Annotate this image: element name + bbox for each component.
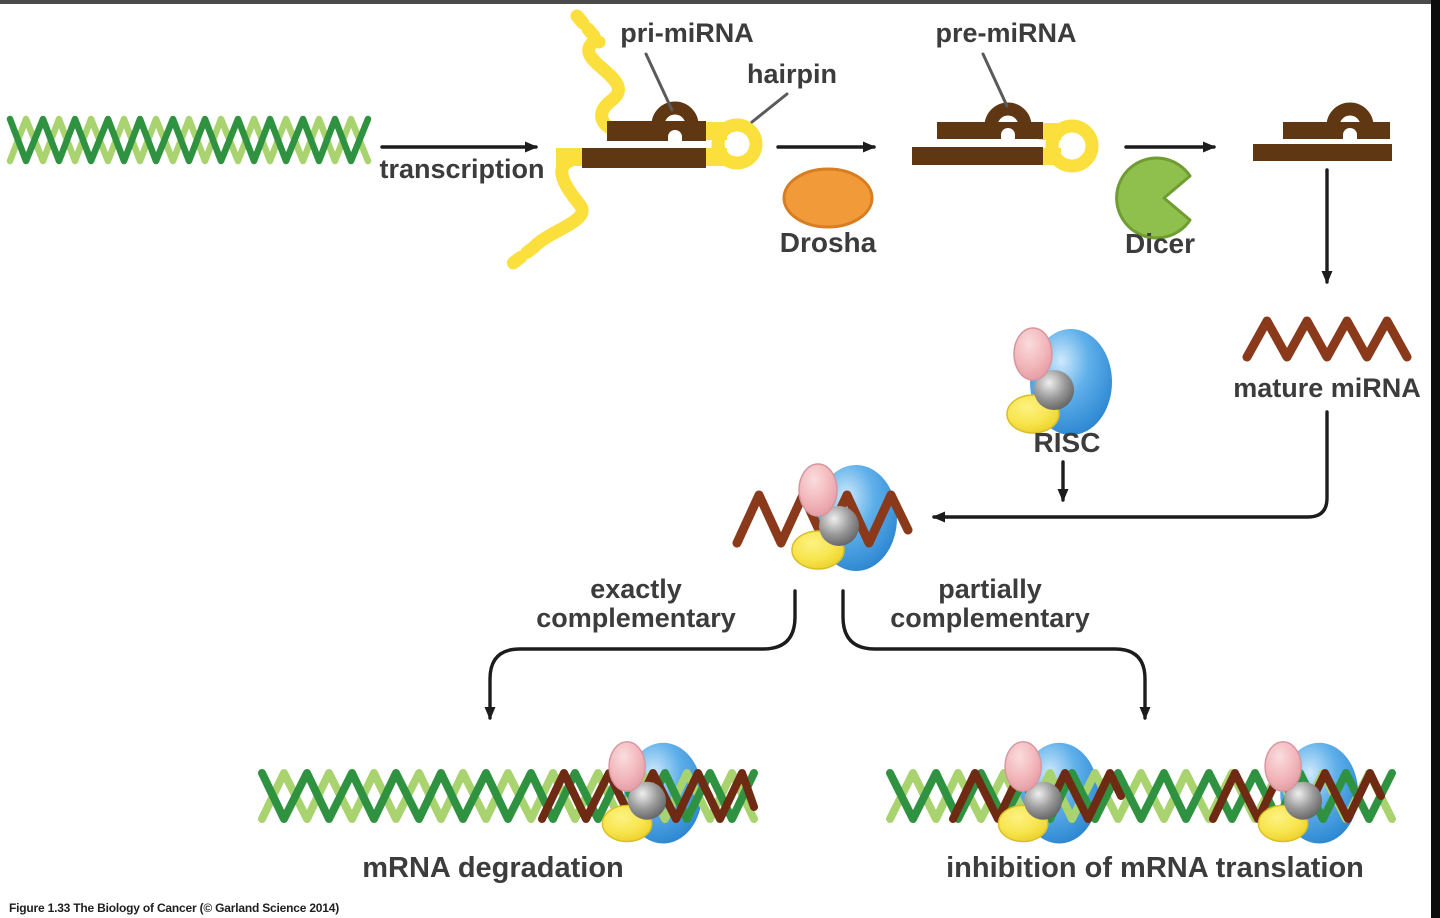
target-mrna-dark-strand	[258, 769, 758, 823]
hairpin-label: hairpin	[747, 59, 837, 89]
hairpin-pointer-line	[750, 92, 789, 124]
mirna-duplex-structure	[1253, 102, 1392, 161]
pre-mirna-bump-notch	[1001, 128, 1015, 140]
pri-mirna-5prime-strand	[582, 33, 625, 137]
pri-mirna-pointer-line	[644, 52, 674, 112]
pri-mirna-hairpin-bump	[651, 101, 699, 126]
dna-gene-helix	[6, 115, 372, 165]
pri-mirna-3prime-tail-dashes	[505, 240, 541, 271]
figure-caption: Figure 1.33 The Biology of Cancer (© Gar…	[9, 901, 340, 915]
risc-label: RISC	[1034, 427, 1101, 458]
transcription-label: transcription	[379, 154, 544, 184]
mature-mirna-label: mature miRNA	[1233, 373, 1421, 403]
top-border-bar	[0, 0, 1440, 4]
pri-mirna-structure	[505, 9, 763, 271]
pri-mirna-bump-notch	[668, 130, 682, 142]
pre-mirna-structure	[912, 102, 1099, 173]
mirna-risc-complex	[732, 463, 913, 571]
pri-mirna-bottom-yellow-stub	[556, 148, 590, 166]
duplex-hairpin-bump	[1326, 102, 1374, 127]
inhibition-assembly	[886, 741, 1396, 844]
left-branch-arrow	[484, 589, 797, 720]
mature-mirna-wave	[1242, 316, 1412, 362]
right-border-bar	[1431, 0, 1440, 918]
partially-complementary-label-line1: partially	[938, 574, 1042, 604]
pri-mirna-3prime-strand	[529, 151, 591, 252]
mrna-degradation-label: mRNA degradation	[362, 852, 624, 884]
exactly-complementary-label-line1: exactly	[590, 574, 682, 604]
mrna-degradation-assembly	[258, 741, 758, 844]
drosha-label: Drosha	[780, 227, 877, 258]
risc-complex	[1006, 327, 1112, 435]
pre-mirna-hairpin-bump	[984, 102, 1032, 127]
pri-mirna-label: pri-miRNA	[620, 18, 754, 48]
drosha-enzyme	[782, 167, 874, 229]
duplex-bottom-strand-bar	[1253, 144, 1392, 161]
inhibition-label: inhibition of mRNA translation	[946, 852, 1364, 884]
exactly-complementary-label-line2: complementary	[536, 603, 736, 633]
partially-complementary-label-line2: complementary	[890, 603, 1090, 633]
pri-mirna-bottom-strand-bar	[582, 148, 706, 168]
bound-mirna-strand	[538, 769, 758, 823]
right-branch-arrow	[841, 589, 1151, 720]
dicer-enzyme	[1115, 156, 1192, 240]
mature-mirna-to-risc-arrow	[932, 410, 1329, 523]
pre-mirna-bottom-strand-bar	[912, 147, 1043, 165]
duplex-bump-notch	[1343, 128, 1357, 140]
pre-mirna-terminal-loop	[1045, 119, 1099, 173]
pre-mirna-top-strand-bar	[937, 122, 1043, 139]
dicer-label: Dicer	[1125, 228, 1195, 259]
pre-mirna-label: pre-miRNA	[935, 18, 1076, 48]
duplex-top-strand-bar	[1283, 122, 1390, 139]
pre-mirna-pointer-line	[981, 52, 1009, 108]
pri-mirna-terminal-loop	[711, 118, 763, 170]
